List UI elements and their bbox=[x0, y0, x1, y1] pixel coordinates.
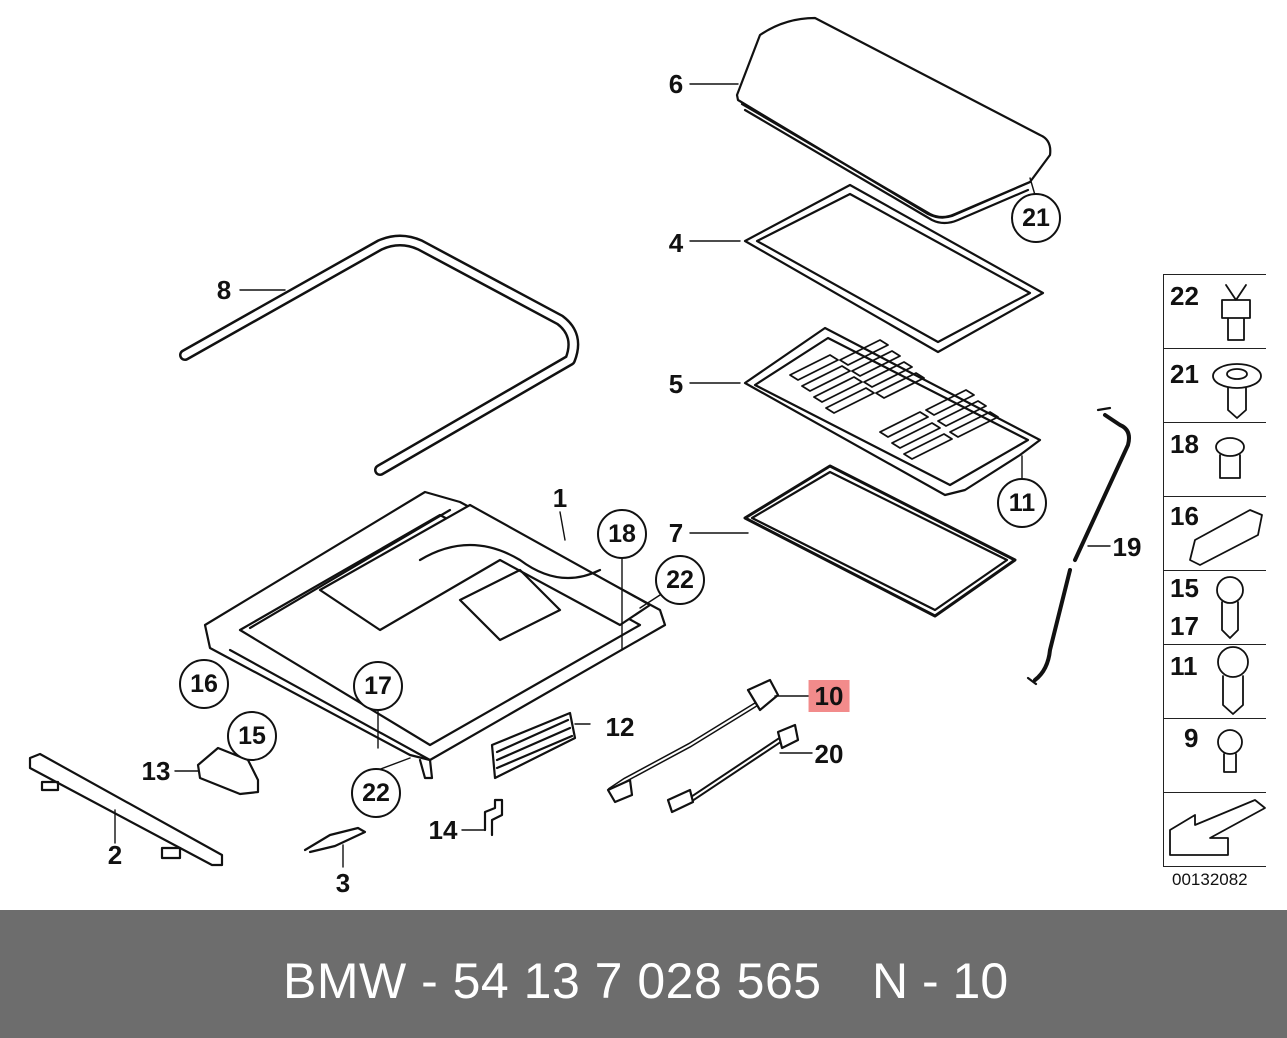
callout-19: 19 bbox=[1112, 532, 1142, 562]
cable-part-20 bbox=[666, 723, 800, 814]
frame-seal-part bbox=[743, 464, 1017, 618]
glass-panel-part bbox=[735, 16, 1052, 225]
fastener-legend: 22 21 18 16 15 17 11 9 bbox=[1163, 274, 1266, 867]
seal-frame-part bbox=[743, 183, 1045, 354]
legend-number: 9 bbox=[1184, 723, 1199, 753]
footer-bar bbox=[0, 910, 1287, 1038]
legend-number: 15 bbox=[1170, 573, 1199, 603]
callout-2: 2 bbox=[107, 840, 123, 870]
circled-callout-15: 15 bbox=[227, 711, 277, 761]
circled-callout-16: 16 bbox=[179, 659, 229, 709]
legend-number: 21 bbox=[1170, 359, 1199, 389]
legend-cell-15-17: 15 17 bbox=[1164, 571, 1266, 645]
legend-cell-9: 9 bbox=[1164, 719, 1266, 793]
sunshade-plate-part bbox=[743, 326, 1042, 497]
leader-lines bbox=[114, 83, 1111, 868]
legend-cell-21: 21 bbox=[1164, 349, 1266, 423]
circled-callout-21: 21 bbox=[1011, 193, 1061, 243]
clip-part-14 bbox=[483, 798, 504, 837]
circled-callout-18: 18 bbox=[597, 509, 647, 559]
legend-cell-arrow bbox=[1164, 793, 1266, 867]
legend-number: 22 bbox=[1170, 281, 1199, 311]
reference-code: 00132082 bbox=[1172, 870, 1248, 889]
sunroof-frame-part bbox=[203, 490, 667, 780]
circled-callout-22-bottom: 22 bbox=[351, 768, 401, 818]
position-text: N - 10 bbox=[872, 953, 1009, 1009]
callout-5: 5 bbox=[668, 369, 684, 399]
circled-callout-17: 17 bbox=[353, 661, 403, 711]
callout-6: 6 bbox=[668, 69, 684, 99]
drain-hose-part bbox=[1026, 406, 1131, 686]
callout-13: 13 bbox=[141, 756, 171, 786]
cable-clip-part bbox=[303, 826, 367, 854]
circled-callout-22-top: 22 bbox=[655, 555, 705, 605]
callout-7: 7 bbox=[668, 518, 684, 548]
circled-callout-11: 11 bbox=[997, 478, 1047, 528]
callout-20: 20 bbox=[814, 739, 844, 769]
cover-strip-part bbox=[490, 711, 577, 780]
legend-number: 18 bbox=[1170, 429, 1199, 459]
legend-cell-11: 11 bbox=[1164, 645, 1266, 719]
legend-drawings bbox=[1169, 284, 1266, 856]
wind-deflector-part bbox=[179, 234, 580, 476]
callout-8: 8 bbox=[216, 275, 232, 305]
drive-cable-part bbox=[606, 678, 780, 804]
part-number-text: BMW - 54 13 7 028 565 bbox=[283, 953, 822, 1009]
parts-diagram bbox=[28, 16, 1266, 868]
callout-12: 12 bbox=[605, 712, 635, 742]
callout-14: 14 bbox=[428, 815, 458, 845]
highlighted-callout-10: 10 bbox=[808, 680, 850, 712]
callout-4: 4 bbox=[668, 228, 684, 258]
callout-1: 1 bbox=[552, 483, 568, 513]
legend-cell-18: 18 bbox=[1164, 423, 1266, 497]
legend-cell-22: 22 bbox=[1164, 275, 1266, 349]
legend-number: 17 bbox=[1170, 611, 1199, 641]
legend-number: 16 bbox=[1170, 501, 1199, 531]
guide-rail-part bbox=[28, 752, 224, 867]
legend-number: 11 bbox=[1170, 651, 1198, 681]
legend-cell-16: 16 bbox=[1164, 497, 1266, 571]
callout-3: 3 bbox=[335, 868, 351, 898]
